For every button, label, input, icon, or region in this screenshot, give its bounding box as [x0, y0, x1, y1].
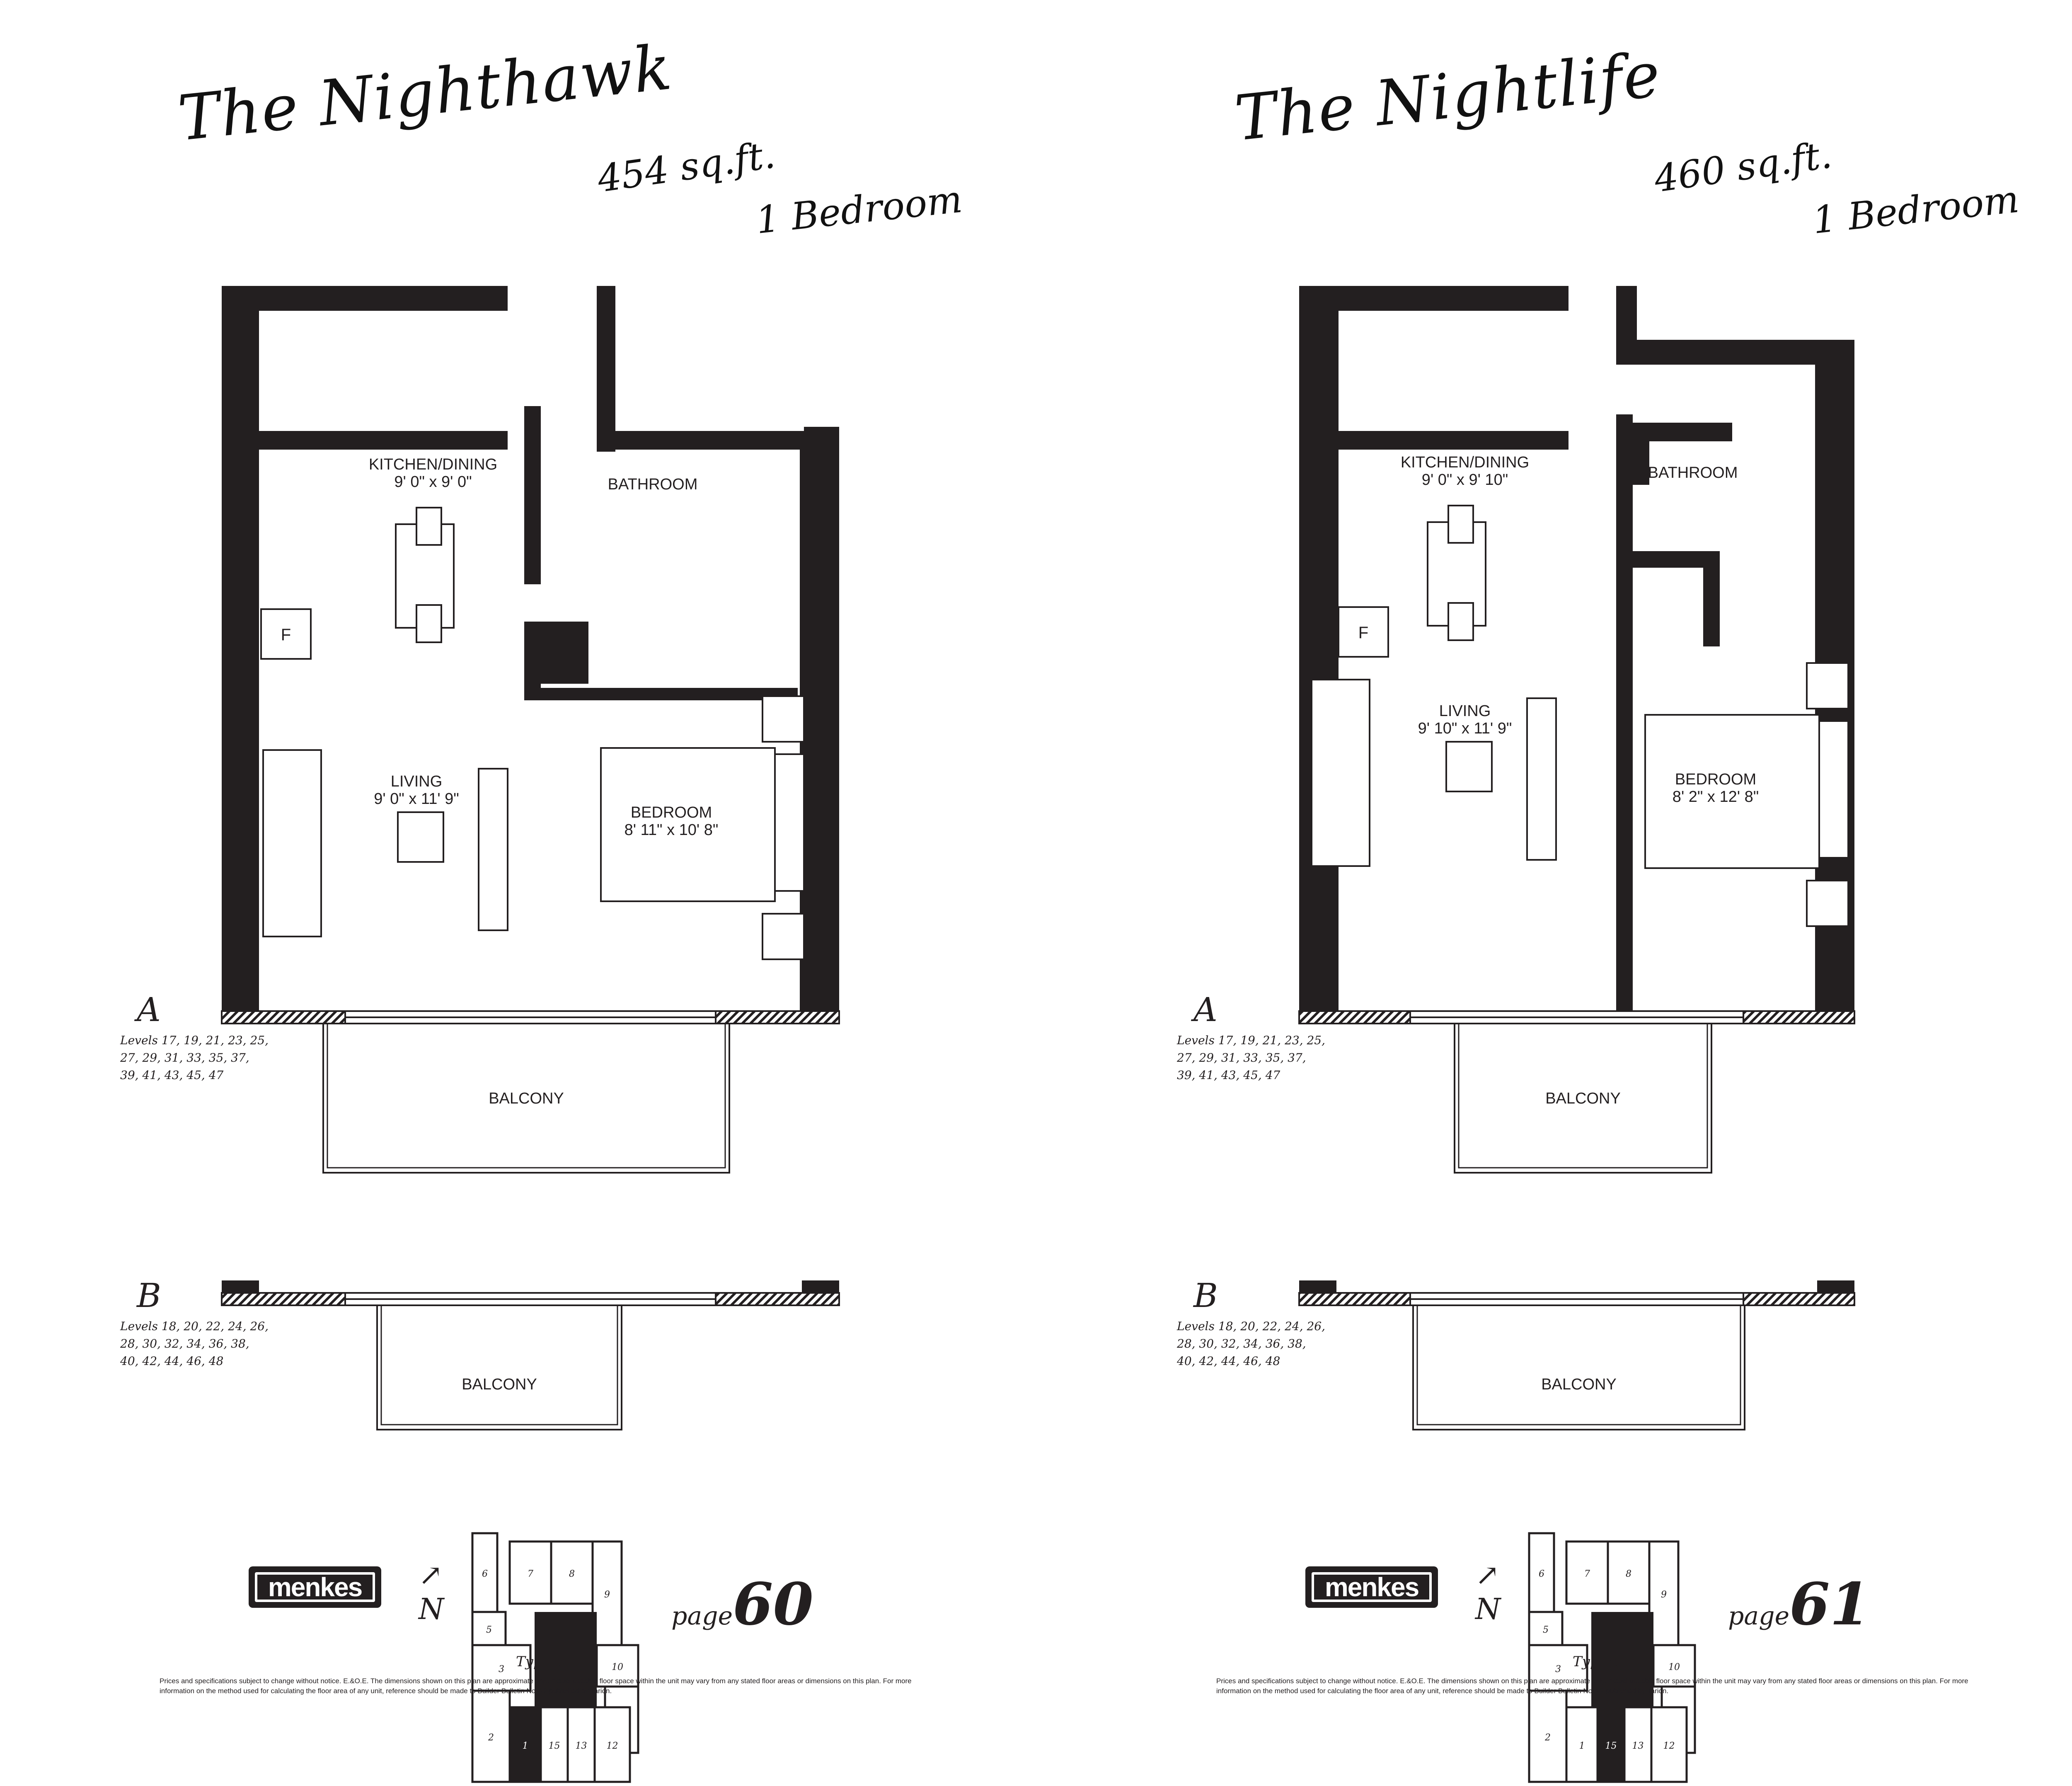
plan-a-letter: A	[1193, 990, 1218, 1029]
page-word: page	[671, 1602, 733, 1631]
balcony-b-label: BALCONY	[1541, 1376, 1617, 1393]
sheet-nighthawk: F The Nighthawk 454 sq.ft. 1 Bedroom KIT…	[0, 0, 1057, 1783]
room-dimensions: 9' 10" x 11' 9"	[1418, 720, 1512, 737]
svg-text:6: 6	[482, 1569, 488, 1579]
room-name: BATHROOM	[608, 476, 698, 493]
north-label: N	[1475, 1592, 1501, 1626]
room-name: BEDROOM	[1675, 771, 1757, 788]
svg-text:7: 7	[528, 1569, 533, 1579]
svg-text:8: 8	[1626, 1569, 1631, 1579]
svg-text:9: 9	[1661, 1590, 1667, 1600]
plan-a-letter: A	[137, 990, 161, 1029]
key-plan-unit-5	[471, 1611, 507, 1646]
key-plan-unit-10	[1652, 1644, 1696, 1688]
room-dimensions: 9' 0" x 9' 0"	[394, 473, 472, 491]
plan-b-levels: Levels 18, 20, 22, 24, 26, 28, 30, 32, 3…	[1177, 1319, 1326, 1368]
svg-text:13: 13	[1632, 1741, 1644, 1751]
legal-disclaimer: Prices and specifications subject to cha…	[160, 1677, 912, 1695]
balcony-a-label: BALCONY	[1545, 1090, 1621, 1107]
key-plan-caption: Typical	[516, 1653, 568, 1670]
balcony-a-label: BALCONY	[489, 1090, 564, 1107]
north-arrow-icon: ↗N	[1475, 1558, 1501, 1626]
room-name: BEDROOM	[630, 804, 712, 821]
key-plan-caption: Typical	[1573, 1653, 1624, 1670]
plan-a-levels: Levels 17, 19, 21, 23, 25, 27, 29, 31, 3…	[1177, 1033, 1326, 1082]
menkes-logo: menkes	[1305, 1566, 1438, 1608]
room-name: LIVING	[390, 773, 443, 790]
room-name: LIVING	[1439, 702, 1491, 720]
svg-text:10: 10	[1668, 1662, 1680, 1672]
key-plan-unit-5	[1528, 1611, 1564, 1646]
sheet-nightlife: F The Nightlife 460 sq.ft. 1 Bedroom KIT…	[1057, 0, 2072, 1783]
north-label: N	[419, 1592, 444, 1626]
room-dimensions: 8' 11" x 10' 8"	[624, 821, 719, 839]
fridge-label: F	[1358, 624, 1368, 642]
svg-text:6: 6	[1539, 1569, 1544, 1579]
room-dimensions: 9' 0" x 9' 10"	[1421, 471, 1508, 489]
room-label-bathroom: BATHROOM	[1648, 464, 1738, 482]
north-arrow-icon: ↗N	[419, 1558, 444, 1626]
page-word: page	[1728, 1602, 1790, 1631]
page-number-value: 61	[1789, 1571, 1870, 1638]
legal-disclaimer: Prices and specifications subject to cha…	[1216, 1677, 1968, 1695]
svg-text:3: 3	[1555, 1664, 1561, 1675]
key-plan-unit-8	[1607, 1540, 1651, 1605]
logo-wordmark: menkes	[255, 1572, 375, 1602]
room-name: KITCHEN/DINING	[1400, 454, 1530, 471]
balcony-b-label: BALCONY	[462, 1376, 537, 1393]
page-number: page60	[671, 1571, 813, 1638]
room-name: KITCHEN/DINING	[368, 456, 498, 473]
key-plan-unit-6	[1528, 1532, 1555, 1613]
svg-text:7: 7	[1584, 1569, 1590, 1579]
key-plan-unit-9	[591, 1540, 623, 1646]
svg-text:12: 12	[607, 1741, 618, 1751]
key-plan-unit-9	[1648, 1540, 1680, 1646]
svg-text:15: 15	[549, 1741, 560, 1751]
svg-text:12: 12	[1663, 1741, 1675, 1751]
svg-text:5: 5	[1543, 1625, 1549, 1635]
svg-text:13: 13	[576, 1741, 587, 1751]
svg-text:10: 10	[612, 1662, 623, 1672]
plan-b-letter: B	[1193, 1276, 1218, 1315]
plan-a-levels: Levels 17, 19, 21, 23, 25, 27, 29, 31, 3…	[120, 1033, 269, 1082]
key-plan-unit-7	[508, 1540, 552, 1605]
svg-text:5: 5	[486, 1625, 492, 1635]
svg-text:2: 2	[1544, 1733, 1551, 1743]
svg-text:3: 3	[499, 1664, 504, 1675]
room-dimensions: 9' 0" x 11' 9"	[374, 790, 459, 808]
key-plan-unit-6	[471, 1532, 499, 1613]
svg-text:1: 1	[523, 1741, 528, 1751]
fridge-label: F	[281, 626, 291, 644]
svg-text:9: 9	[604, 1590, 610, 1600]
floor-plan-drawing: F	[1298, 286, 1855, 1430]
svg-text:1: 1	[1579, 1741, 1585, 1751]
svg-text:2: 2	[488, 1733, 494, 1743]
page-number: page61	[1728, 1571, 1870, 1638]
menkes-logo: menkes	[249, 1566, 381, 1608]
room-dimensions: 8' 2" x 12' 8"	[1672, 788, 1759, 806]
key-plan-unit-8	[550, 1540, 594, 1605]
room-label-bathroom: BATHROOM	[608, 476, 698, 493]
plan-b-levels: Levels 18, 20, 22, 24, 26, 28, 30, 32, 3…	[120, 1319, 269, 1368]
page-number-value: 60	[733, 1571, 813, 1638]
logo-wordmark: menkes	[1312, 1572, 1432, 1602]
svg-text:15: 15	[1605, 1741, 1617, 1751]
svg-text:8: 8	[569, 1569, 575, 1579]
plan-b-letter: B	[137, 1276, 161, 1315]
floor-plan-drawing: F	[221, 286, 840, 1430]
room-name: BATHROOM	[1648, 464, 1738, 482]
